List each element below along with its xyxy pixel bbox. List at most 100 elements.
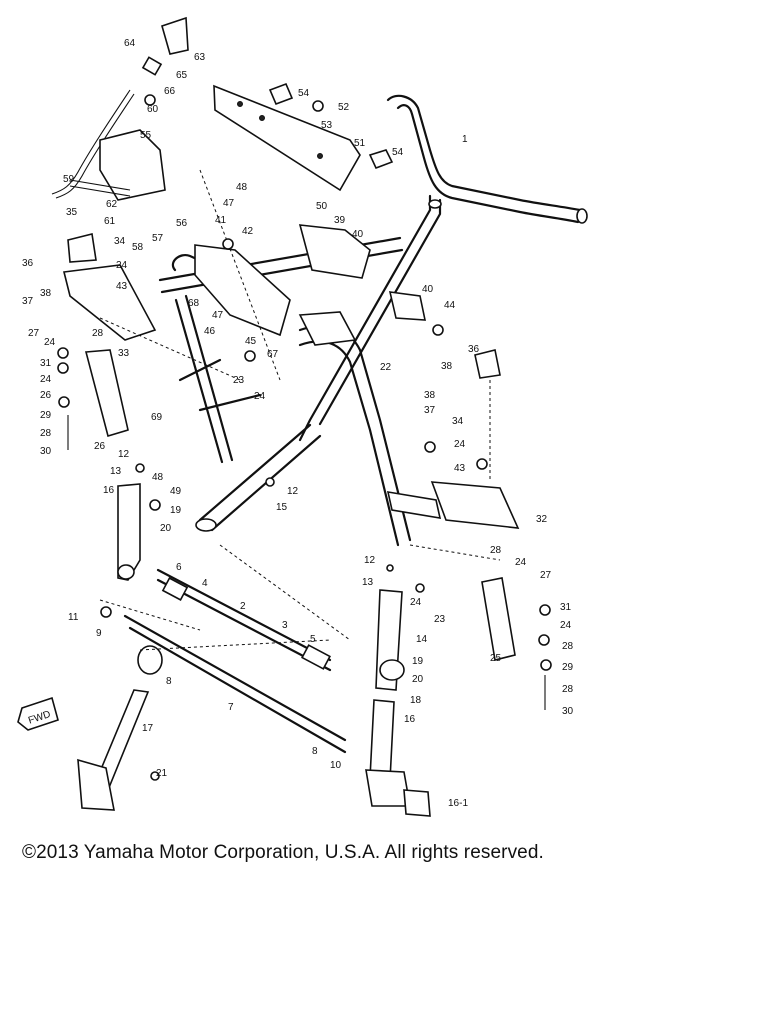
forward-arrow-icon: FWD bbox=[17, 696, 59, 731]
callout-24: 24 bbox=[560, 620, 572, 631]
callout-62: 62 bbox=[106, 199, 118, 210]
callout-41: 41 bbox=[215, 215, 227, 226]
callout-65: 65 bbox=[176, 70, 188, 81]
callout-4: 4 bbox=[202, 578, 208, 589]
callout-16: 16 bbox=[103, 485, 115, 496]
center-brackets bbox=[194, 224, 426, 346]
throttle-cable bbox=[51, 16, 189, 199]
callout-40: 40 bbox=[352, 229, 364, 240]
callout-8: 8 bbox=[312, 746, 318, 757]
callout-43: 43 bbox=[454, 463, 466, 474]
callout-47: 47 bbox=[212, 310, 224, 321]
callout-5: 5 bbox=[310, 634, 316, 645]
callout-7: 7 bbox=[228, 702, 234, 713]
callout-37: 37 bbox=[424, 405, 436, 416]
callout-28: 28 bbox=[92, 328, 104, 339]
callout-3: 3 bbox=[282, 620, 288, 631]
callout-9: 9 bbox=[96, 628, 102, 639]
ski-spindle-right bbox=[365, 589, 431, 817]
callout-17: 17 bbox=[142, 723, 154, 734]
callout-10: 10 bbox=[330, 760, 342, 771]
callout-1: 1 bbox=[462, 134, 468, 145]
callout-68: 68 bbox=[188, 298, 200, 309]
callout-53: 53 bbox=[321, 120, 333, 131]
callout-23: 23 bbox=[434, 614, 446, 625]
left-footrest-bracket bbox=[63, 233, 157, 341]
callout-28: 28 bbox=[562, 641, 574, 652]
callout-12: 12 bbox=[118, 449, 130, 460]
callout-26: 26 bbox=[40, 390, 52, 401]
callout-36: 36 bbox=[468, 344, 480, 355]
callout-27: 27 bbox=[28, 328, 40, 339]
reference-lines bbox=[99, 169, 501, 651]
callout-48: 48 bbox=[236, 182, 248, 193]
callout-8: 8 bbox=[166, 676, 172, 687]
callout-58: 58 bbox=[132, 242, 144, 253]
callout-24: 24 bbox=[116, 260, 128, 271]
callout-64: 64 bbox=[124, 38, 136, 49]
callout-24: 24 bbox=[44, 337, 56, 348]
callout-69: 69 bbox=[151, 412, 163, 423]
callout-67: 67 bbox=[267, 349, 279, 360]
callout-16: 16 bbox=[404, 714, 416, 725]
callout-15: 15 bbox=[276, 502, 288, 513]
callout-30: 30 bbox=[562, 706, 574, 717]
callout-39: 39 bbox=[334, 215, 346, 226]
callout-61: 61 bbox=[104, 216, 116, 227]
callout-29: 29 bbox=[562, 662, 574, 673]
callout-51: 51 bbox=[354, 138, 366, 149]
callout-36: 36 bbox=[22, 258, 34, 269]
callout-55: 55 bbox=[140, 130, 152, 141]
callout-18: 18 bbox=[410, 695, 422, 706]
callout-37: 37 bbox=[22, 296, 34, 307]
ski-spindle-left bbox=[77, 645, 163, 811]
callout-28: 28 bbox=[562, 684, 574, 695]
callout-30: 30 bbox=[40, 446, 52, 457]
callout-24: 24 bbox=[454, 439, 466, 450]
callout-57: 57 bbox=[152, 233, 164, 244]
callout-47: 47 bbox=[223, 198, 235, 209]
callout-12: 12 bbox=[364, 555, 376, 566]
callout-20: 20 bbox=[412, 674, 424, 685]
callout-49: 49 bbox=[170, 486, 182, 497]
right-footrest-bracket bbox=[386, 349, 520, 529]
callout-24: 24 bbox=[40, 374, 52, 385]
callout-52: 52 bbox=[338, 102, 350, 113]
left-footrest bbox=[84, 349, 129, 438]
callout-44: 44 bbox=[444, 300, 456, 311]
callout-2: 2 bbox=[240, 601, 246, 612]
callout-42: 42 bbox=[242, 226, 254, 237]
callout-21: 21 bbox=[156, 768, 168, 779]
callout-19: 19 bbox=[170, 505, 182, 516]
callout-48: 48 bbox=[152, 472, 164, 483]
callout-54: 54 bbox=[298, 88, 310, 99]
callout-14: 14 bbox=[416, 634, 428, 645]
callout-38: 38 bbox=[441, 361, 453, 372]
callout-28: 28 bbox=[490, 545, 502, 556]
callout-11: 11 bbox=[68, 612, 79, 623]
callout-25: 25 bbox=[490, 653, 502, 664]
callout-60: 60 bbox=[147, 104, 159, 115]
callout-38: 38 bbox=[424, 390, 436, 401]
callout-22: 22 bbox=[380, 362, 392, 373]
callout-38: 38 bbox=[40, 288, 52, 299]
right-footrest bbox=[481, 577, 516, 661]
hardware bbox=[57, 82, 552, 781]
callout-59: 59 bbox=[63, 174, 75, 185]
callout-40: 40 bbox=[422, 284, 434, 295]
callout-13: 13 bbox=[110, 466, 122, 477]
callout-24: 24 bbox=[410, 597, 422, 608]
callout-19: 19 bbox=[412, 656, 424, 667]
callout-43: 43 bbox=[116, 281, 128, 292]
callout-50: 50 bbox=[316, 201, 328, 212]
callout-46: 46 bbox=[204, 326, 216, 337]
callout-6: 6 bbox=[176, 562, 182, 573]
callout-13: 13 bbox=[362, 577, 374, 588]
callout-29: 29 bbox=[40, 410, 52, 421]
callout-33: 33 bbox=[118, 348, 130, 359]
callout-32: 32 bbox=[536, 514, 548, 525]
callout-20: 20 bbox=[160, 523, 172, 534]
callout-54: 54 bbox=[392, 147, 404, 158]
callout-56: 56 bbox=[176, 218, 188, 229]
tie-rod bbox=[156, 568, 332, 672]
